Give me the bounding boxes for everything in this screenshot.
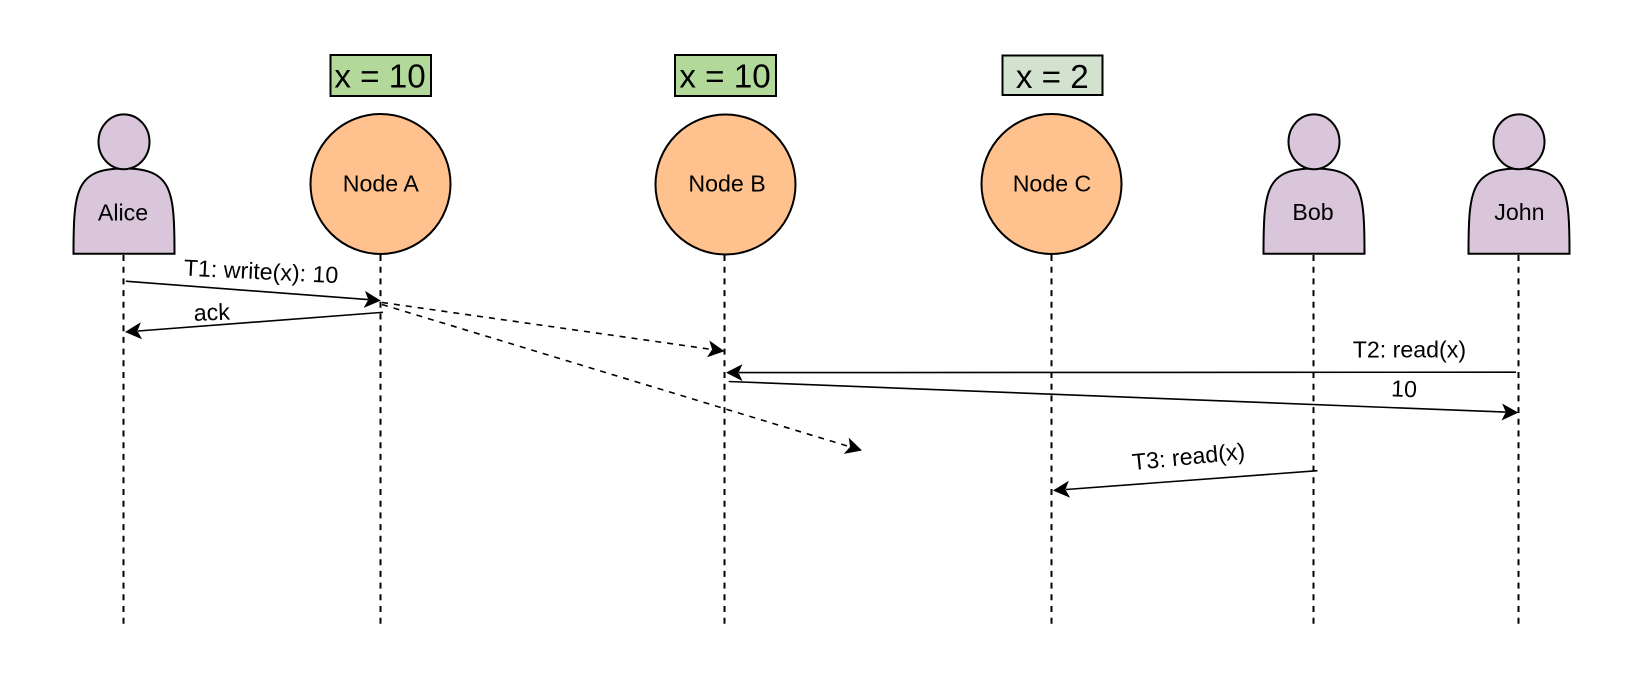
svg-text:John: John: [1494, 199, 1544, 225]
svg-text:T2: read(x): T2: read(x): [1353, 336, 1466, 362]
svg-text:ack: ack: [193, 299, 230, 326]
svg-text:x = 10: x = 10: [679, 59, 770, 96]
svg-text:Node A: Node A: [343, 171, 420, 197]
svg-text:Node C: Node C: [1013, 171, 1092, 197]
svg-text:Alice: Alice: [98, 200, 148, 226]
svg-text:10: 10: [1391, 375, 1418, 402]
svg-text:Bob: Bob: [1292, 199, 1333, 225]
svg-text:Node B: Node B: [688, 171, 765, 197]
svg-text:x = 10: x = 10: [334, 59, 425, 96]
svg-text:x = 2: x = 2: [1016, 59, 1089, 96]
